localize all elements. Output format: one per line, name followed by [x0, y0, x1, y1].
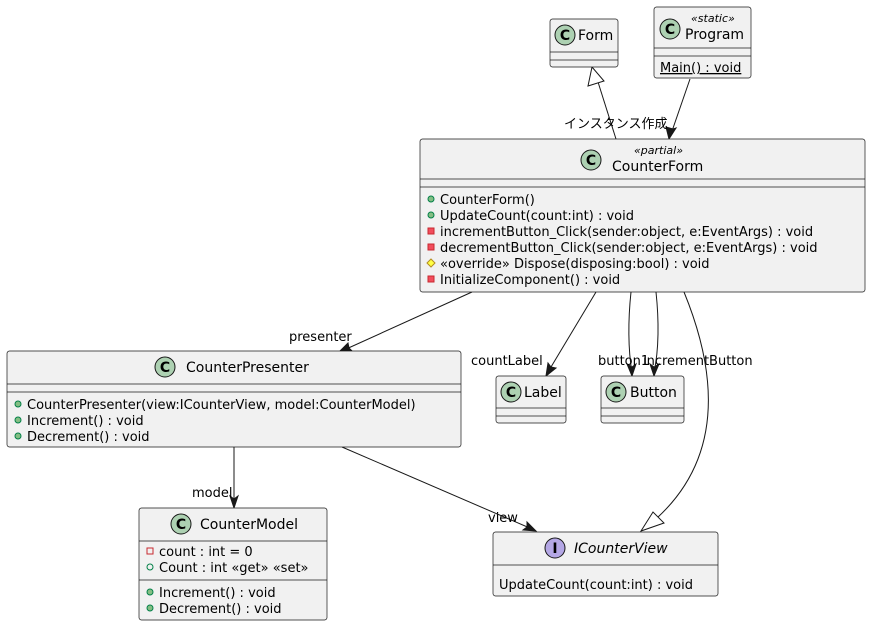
private-visibility-icon: [427, 243, 435, 251]
class-stereotype: «static»: [691, 12, 735, 25]
interface-name: ICounterView: [574, 541, 668, 557]
class-countermodel[interactable]: C CounterModel count : int = 0 Count : i…: [138, 507, 328, 621]
field: Count : int «get» «set»: [159, 561, 309, 576]
class-name: CounterPresenter: [186, 360, 309, 376]
method: Decrement() : void: [27, 430, 150, 445]
class-label[interactable]: C Label: [495, 375, 567, 424]
public-visibility-icon: [146, 604, 154, 612]
svg-text:C: C: [611, 385, 621, 401]
class-badge-icon: [154, 356, 176, 378]
edge-program-creates-counterform: インスタンス作成: [564, 78, 691, 141]
svg-text:C: C: [176, 517, 186, 533]
method: UpdateCount(count:int) : void: [499, 578, 693, 593]
class-name: Form: [578, 28, 613, 44]
edge-counterform-extends-form: [587, 65, 617, 140]
method: Increment() : void: [159, 586, 276, 601]
svg-text:C: C: [665, 22, 675, 38]
edge-label-presenter: presenter: [289, 330, 352, 345]
class-name: Program: [685, 27, 744, 43]
class-badge-icon: [659, 18, 681, 40]
class-stereotype: «partial»: [634, 144, 683, 157]
class-badge-icon: [605, 381, 627, 403]
svg-text:C: C: [586, 153, 596, 169]
edge-label-countlabel: countLabel: [471, 354, 543, 369]
class-name: CounterForm: [612, 159, 703, 175]
private-visibility-icon: [427, 227, 435, 235]
edge-label-model: model: [192, 486, 232, 501]
interface-icounterview[interactable]: I ICounterView UpdateCount(count:int) : …: [492, 531, 719, 597]
edge-counterform-countlabel: countLabel: [471, 291, 597, 378]
method: CounterForm(): [440, 193, 535, 208]
class-button[interactable]: C Button: [600, 375, 685, 424]
method: Increment() : void: [27, 414, 144, 429]
class-program[interactable]: C «static» Program Main() : void: [653, 6, 752, 79]
svg-text:C: C: [560, 28, 570, 44]
class-badge-icon: [500, 381, 522, 403]
public-visibility-icon: [427, 211, 435, 219]
method: incrementButton_Click(sender:object, e:E…: [440, 225, 813, 240]
edge-presenter-model: model: [192, 447, 239, 510]
edge-label-create: インスタンス作成: [564, 117, 667, 132]
edge-counterform-button1: [625, 291, 637, 378]
svg-text:C: C: [506, 385, 516, 401]
public-visibility-icon: [427, 195, 435, 203]
class-name: CounterModel: [200, 517, 298, 533]
private-visibility-icon: [427, 275, 435, 283]
public-visibility-icon: [146, 588, 154, 596]
class-badge-icon: [580, 149, 602, 171]
edge-label-button1: button1: [598, 354, 649, 369]
svg-text:I: I: [552, 541, 557, 557]
private-field-icon: [146, 547, 154, 555]
edge-presenter-view: view: [341, 446, 538, 532]
class-badge-icon: [554, 24, 576, 46]
method: UpdateCount(count:int) : void: [440, 209, 634, 224]
protected-visibility-icon: [426, 258, 436, 268]
edge-counterform-incrementbutton: [649, 291, 661, 378]
public-field-icon: [146, 563, 154, 571]
interface-badge-icon: [544, 537, 566, 559]
method: decrementButton_Click(sender:object, e:E…: [440, 241, 818, 256]
class-badge-icon: [170, 513, 192, 535]
edge-counterform-implements-icounterview: [639, 291, 709, 532]
public-visibility-icon: [14, 400, 22, 408]
edge-label-view: view: [488, 511, 518, 526]
method: «override» Dispose(disposing:bool) : voi…: [440, 257, 710, 272]
method: Decrement() : void: [159, 602, 282, 617]
class-name: Button: [630, 385, 677, 401]
svg-text:C: C: [160, 360, 170, 376]
class-counterpresenter[interactable]: C CounterPresenter CounterPresenter(view…: [6, 350, 462, 448]
class-form[interactable]: C Form: [549, 18, 619, 68]
edge-label-incrementbutton: incrementButton: [643, 354, 753, 369]
method-main: Main() : void: [660, 61, 741, 76]
method: CounterPresenter(view:ICounterView, mode…: [27, 398, 416, 413]
class-name: Label: [524, 385, 562, 401]
public-visibility-icon: [14, 432, 22, 440]
method: InitializeComponent() : void: [440, 273, 620, 288]
public-visibility-icon: [14, 416, 22, 424]
edge-counterform-presenter: presenter: [289, 291, 473, 353]
field: count : int = 0: [159, 545, 253, 560]
class-counterform[interactable]: C «partial» CounterForm CounterForm() Up…: [419, 138, 866, 293]
